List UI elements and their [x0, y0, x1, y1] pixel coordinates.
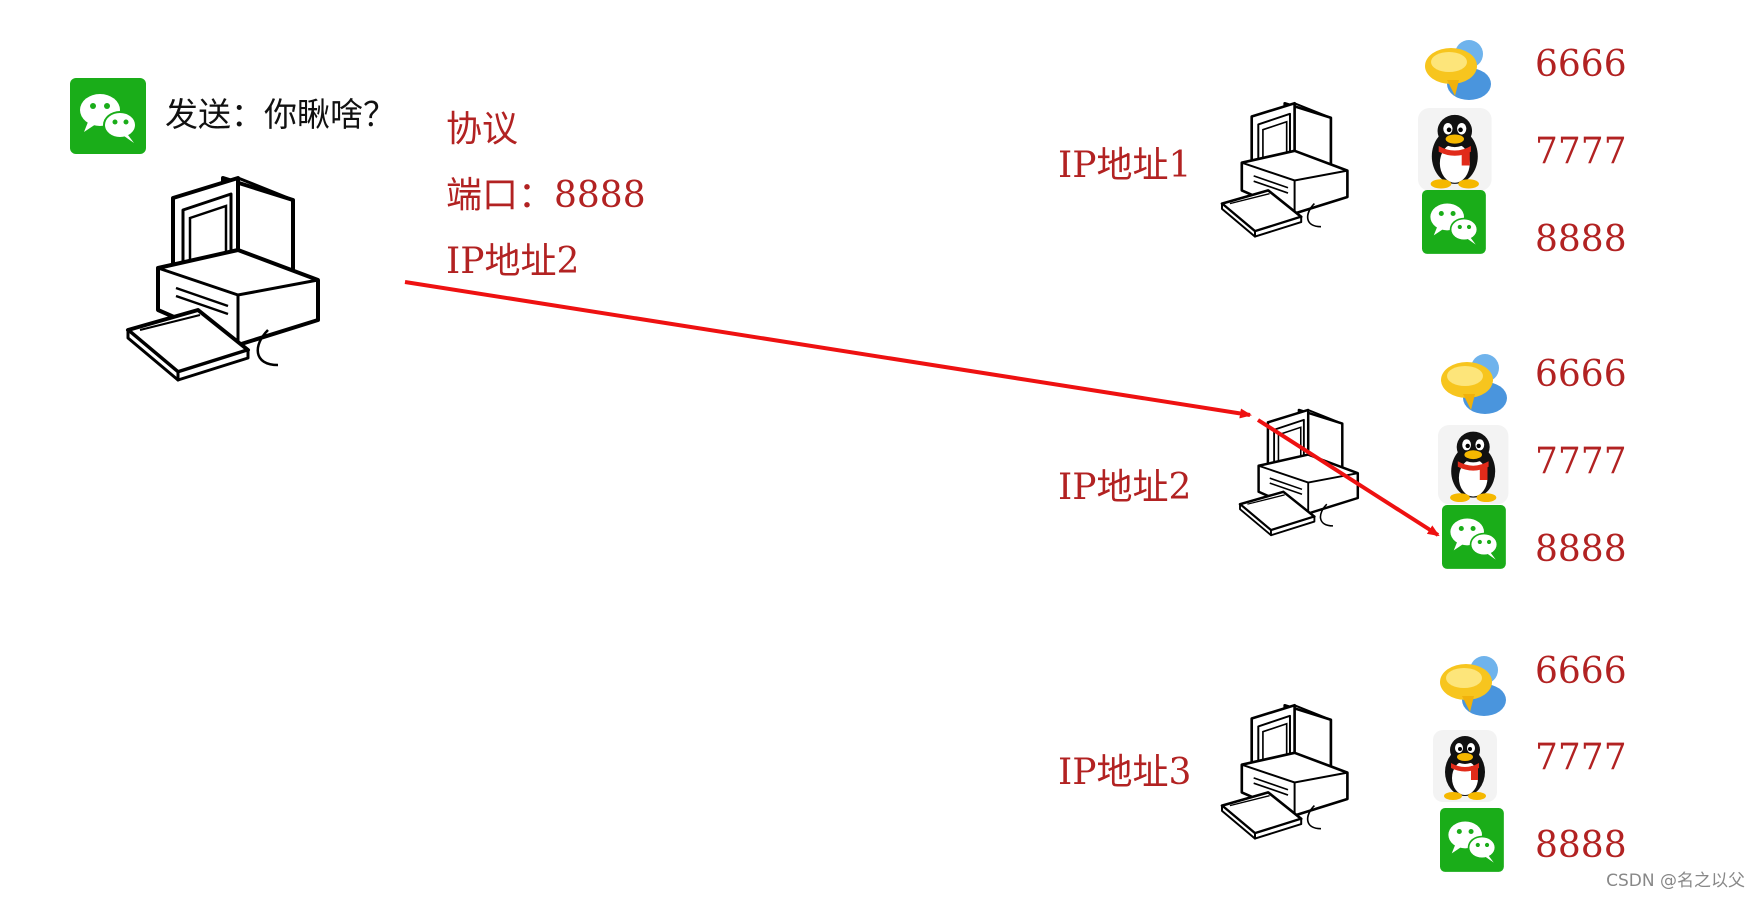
host3-port-8888: 8888 — [1535, 825, 1627, 866]
host1-port-7777: 7777 — [1535, 131, 1627, 172]
watermark: CSDN @名之以父 — [1606, 871, 1745, 891]
host2-port-8888: 8888 — [1535, 529, 1627, 570]
host1-port-8888: 8888 — [1535, 219, 1627, 260]
host2-ip-label: IP地址2 — [1058, 467, 1192, 508]
host2-port-6666: 6666 — [1535, 354, 1627, 395]
sender-wechat-icon — [70, 78, 146, 154]
host2-bubble-chat-icon — [1441, 354, 1507, 414]
host1-bubble-chat-icon — [1425, 40, 1491, 100]
host2-qq-penguin-icon — [1438, 425, 1509, 505]
packet-ip: IP地址2 — [446, 241, 580, 282]
packet-protocol: 协议 — [446, 109, 519, 150]
packet-port: 端口：8888 — [446, 175, 646, 216]
host2-wechat-icon — [1442, 505, 1506, 569]
host3-computer-icon — [1220, 703, 1349, 840]
host1-wechat-icon — [1422, 190, 1486, 254]
route-arrow-to-ip2 — [404, 280, 1252, 419]
host2-port-7777: 7777 — [1535, 441, 1627, 482]
host1-port-6666: 6666 — [1535, 44, 1627, 85]
host1-ip-label: IP地址1 — [1058, 145, 1192, 186]
host1-qq-penguin-icon — [1418, 108, 1492, 191]
host3-port-7777: 7777 — [1535, 737, 1627, 778]
send-message: 发送：你瞅啥？ — [165, 95, 396, 134]
host3-qq-penguin-icon — [1433, 730, 1497, 802]
sender-computer-icon — [126, 176, 320, 382]
host3-bubble-chat-icon — [1440, 656, 1506, 716]
route-arrow-to-port-8888 — [1256, 418, 1440, 537]
host3-wechat-icon — [1440, 808, 1504, 872]
host1-computer-icon — [1220, 101, 1349, 238]
host3-ip-label: IP地址3 — [1058, 752, 1192, 793]
host3-port-6666: 6666 — [1535, 651, 1627, 692]
